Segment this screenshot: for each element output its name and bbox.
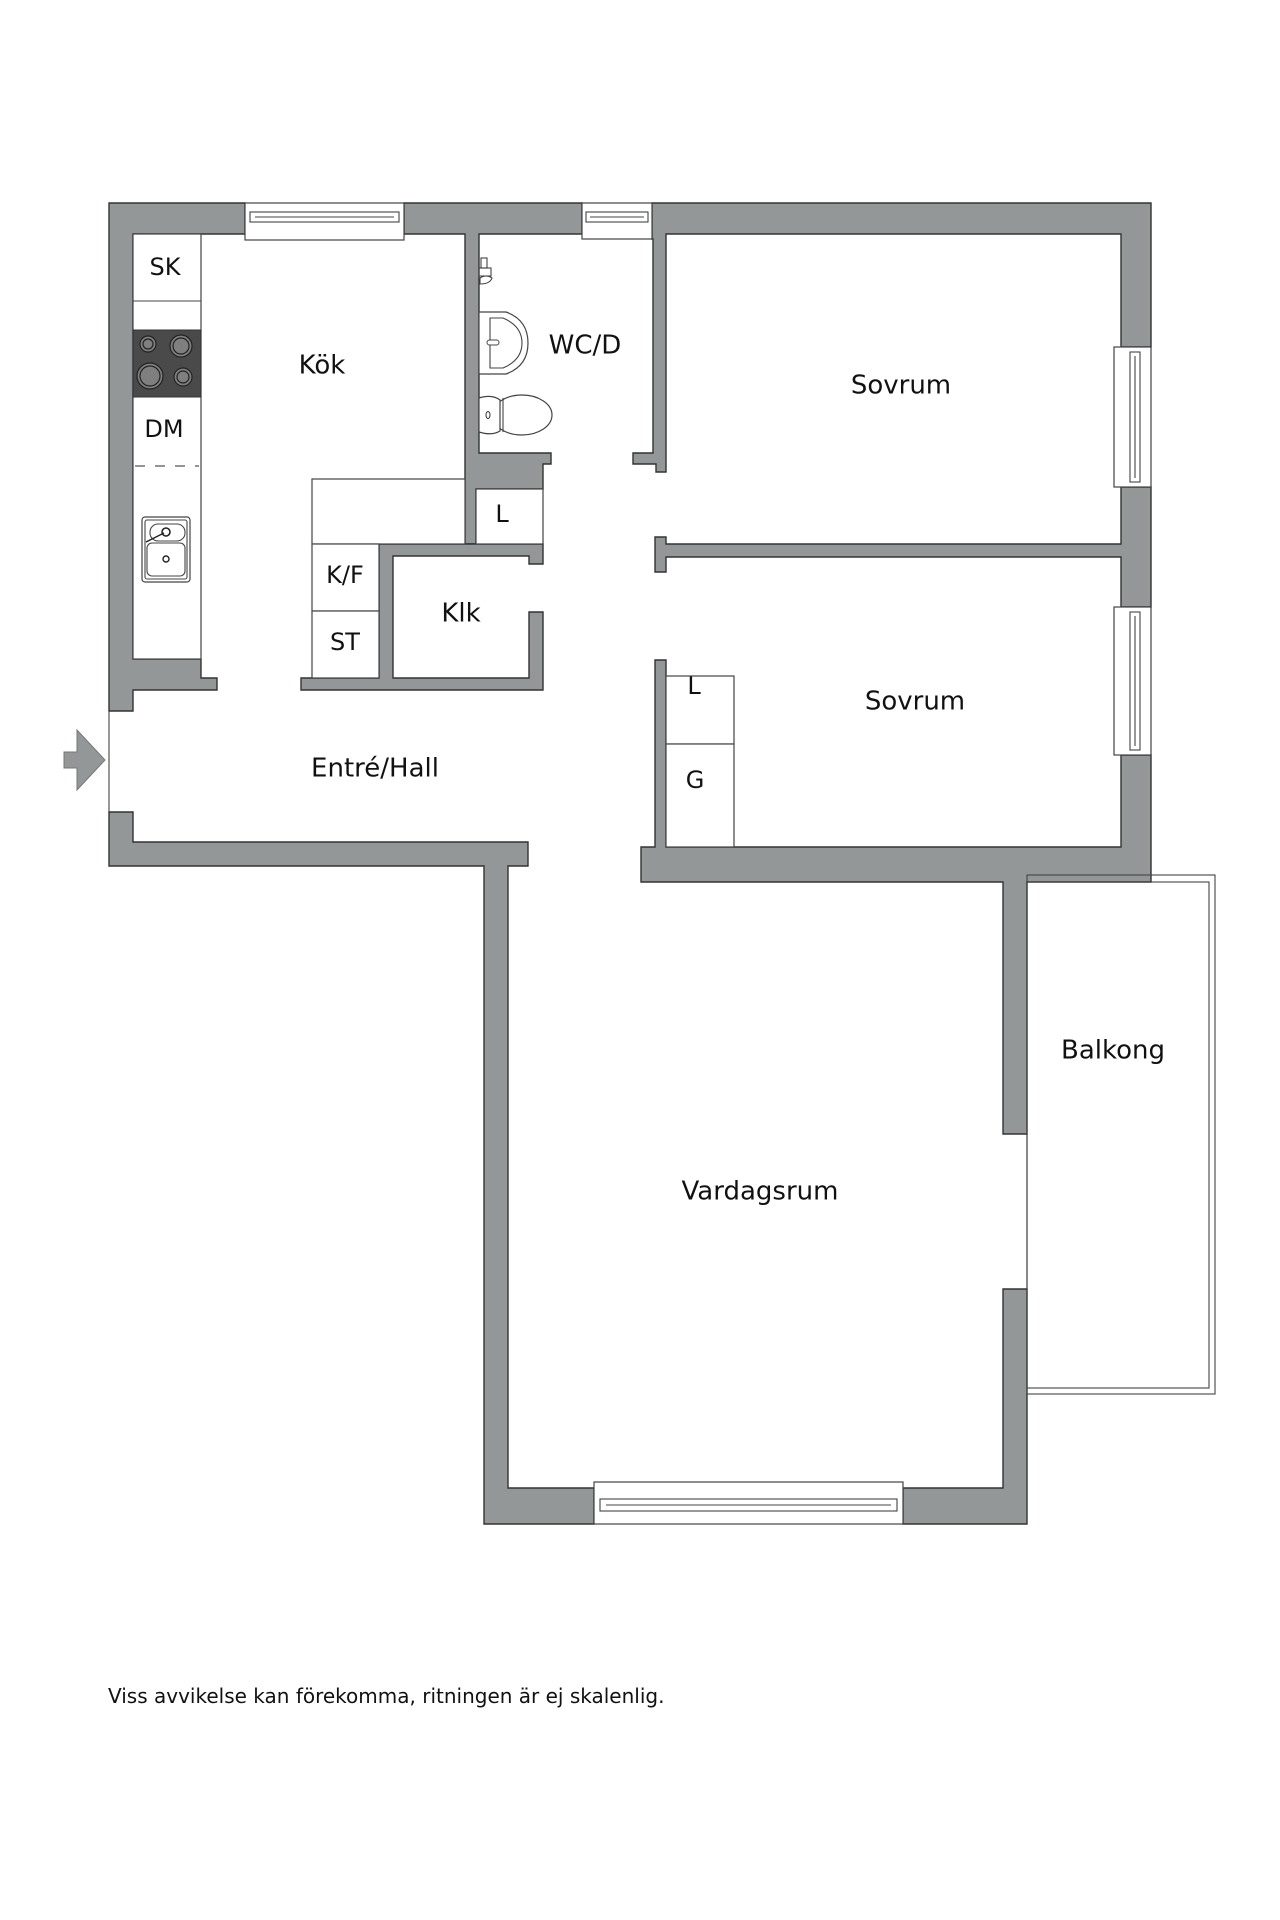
bedroom-1-window: [1113, 346, 1152, 488]
label-balcony: Balkong: [1061, 1036, 1165, 1066]
bedroom-cabinets: [665, 675, 735, 848]
label-g-bedroom: G: [686, 766, 705, 794]
label-bedroom-1: Sovrum: [851, 371, 951, 401]
disclaimer-text: Viss avvikelse kan förekomma, ritningen …: [108, 1684, 665, 1708]
label-l-hall: L: [495, 500, 509, 528]
wc-window: [581, 202, 653, 240]
label-living-room: Vardagsrum: [682, 1177, 839, 1207]
label-l-bedroom: L: [687, 672, 701, 700]
wall-top-middle: [403, 202, 583, 545]
windows: [244, 202, 1152, 1525]
wall-top-right: [632, 202, 1152, 473]
label-kitchen: Kök: [299, 351, 346, 381]
hall-cabinets: [311, 478, 544, 679]
kitchen-counter: [132, 233, 202, 660]
label-wc-shower: WC/D: [549, 331, 622, 361]
walls: [108, 202, 1152, 1525]
kitchen-window: [244, 202, 405, 241]
shower-tap-icon: [478, 257, 493, 285]
wall-bedroom-divider: [654, 486, 1152, 608]
living-room-window: [593, 1481, 904, 1525]
bedroom-2-window: [1113, 606, 1152, 756]
label-st: ST: [330, 628, 360, 656]
label-entrance-hall: Entré/Hall: [311, 754, 439, 784]
label-closet: Klk: [441, 599, 480, 629]
toilet-icon: [478, 394, 553, 436]
label-sk: SK: [150, 253, 182, 281]
label-kf: K/F: [326, 561, 364, 589]
room-labels: SK Kök WC/D Sovrum DM L K/F ST Klk Sovru…: [144, 253, 1165, 1207]
wall-hall-bottom: [108, 811, 595, 1525]
kitchen-sink-icon: [141, 516, 191, 583]
wall-closet: [300, 543, 544, 691]
label-bedroom-2: Sovrum: [865, 687, 965, 717]
balcony: [1026, 874, 1216, 1395]
label-dm: DM: [144, 415, 183, 443]
entrance-arrow-icon: [63, 728, 106, 792]
wall-living-bottom-right: [902, 1288, 1028, 1525]
washbasin-icon: [478, 311, 529, 375]
